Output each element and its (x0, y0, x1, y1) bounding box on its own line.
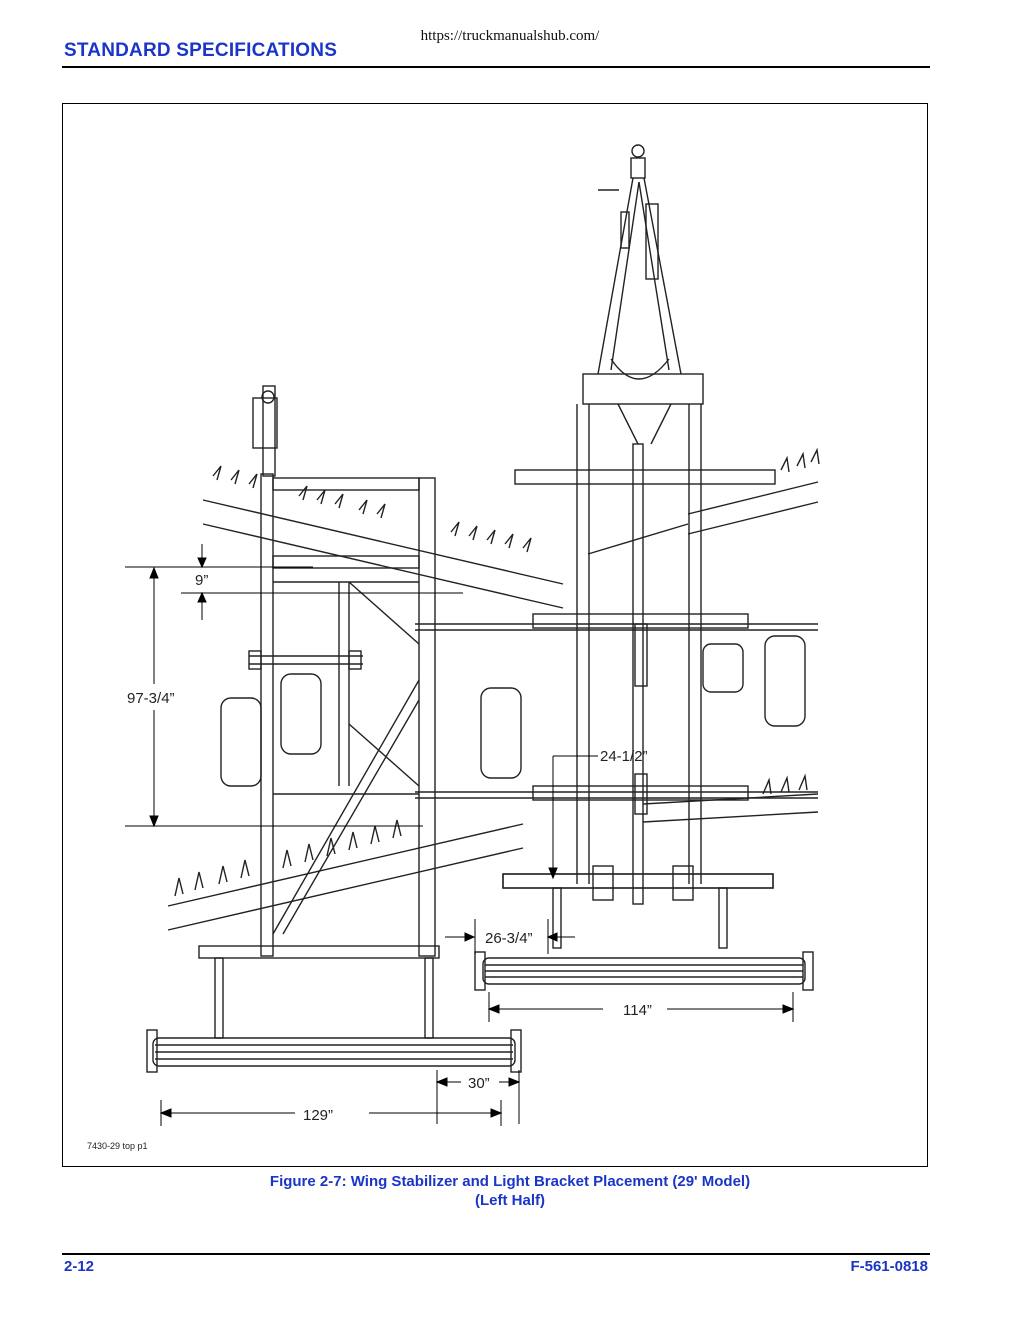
center-frame (415, 373, 818, 905)
dim-label-114: 114” (623, 1002, 652, 1019)
dim-label-129: 129” (303, 1107, 333, 1124)
left-wing-frame (252, 385, 436, 957)
dimension-26-3-4 (445, 919, 575, 954)
drawing-code: 7430-29 top p1 (87, 1141, 148, 1151)
upper-left-gang (202, 465, 564, 609)
dim-label-24-1-2: 24-1/2” (600, 748, 648, 765)
dim-label-26-3-4: 26-3/4” (485, 930, 533, 947)
dimension-97-3-4 (125, 566, 423, 828)
lower-right-gang (642, 773, 819, 823)
dim-label-97-3-4: 97-3/4” (127, 690, 175, 707)
left-rolling-basket (146, 1029, 522, 1073)
footer-rule (62, 1253, 930, 1255)
dimension-24-1-2 (548, 755, 598, 880)
hitch-tongue (597, 144, 682, 380)
dim-label-9: 9” (195, 572, 208, 589)
dimension-129 (159, 1100, 503, 1126)
lower-left-gang (167, 819, 524, 931)
right-rolling-basket (474, 951, 814, 991)
section-title: STANDARD SPECIFICATIONS (64, 40, 338, 61)
dimension-9 (125, 544, 463, 620)
dim-label-30: 30” (468, 1075, 490, 1092)
upper-right-gang (587, 447, 820, 555)
implement-drawing: 9” 97-3/4” 24-1/2” 26-3/4” 114” 30” 129”… (87, 144, 820, 1151)
caption-line-2: (Left Half) (475, 1192, 545, 1209)
page-number: 2-12 (64, 1258, 95, 1275)
rear-stabilizers (198, 865, 774, 1039)
document-number: F-561-0818 (850, 1258, 928, 1275)
tires (220, 635, 806, 787)
header-rule (62, 66, 930, 68)
dimension-30 (435, 1070, 521, 1124)
dimension-114 (487, 992, 795, 1022)
source-url: https://truckmanualshub.com/ (420, 28, 600, 44)
figure-caption: Figure 2-7: Wing Stabilizer and Light Br… (0, 1172, 1020, 1210)
figure-frame: 9” 97-3/4” 24-1/2” 26-3/4” 114” 30” 129”… (62, 103, 928, 1167)
caption-line-1: Figure 2-7: Wing Stabilizer and Light Br… (269, 1173, 751, 1190)
